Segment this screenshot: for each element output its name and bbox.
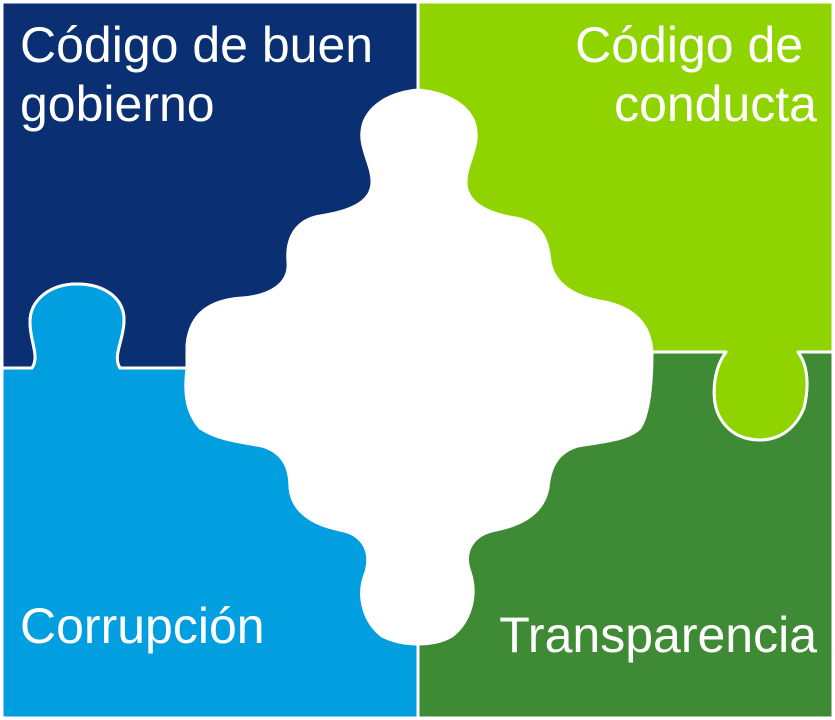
- label-corrupcion: Corrupción: [20, 598, 265, 654]
- label-transparencia: Transparencia: [499, 607, 817, 663]
- svg-text:Corrupción: Corrupción: [20, 598, 265, 654]
- label-codigo-conducta-line2: conducta: [614, 76, 817, 132]
- piece-transparencia: Transparencia: [416, 350, 835, 720]
- piece-shape-bottom-left: [0, 282, 420, 720]
- label-codigo-buen-gobierno-line2: gobierno: [20, 76, 215, 132]
- piece-corrupcion: Corrupción: [0, 282, 420, 720]
- svg-text:Código de buen gobierno: Código de buen gobierno: [20, 17, 387, 132]
- piece-codigo-buen-gobierno: Código de buen gobierno: [0, 0, 420, 370]
- piece-shape-bottom-right: [416, 350, 835, 720]
- svg-text:Transparencia: Transparencia: [499, 607, 817, 663]
- piece-codigo-conducta: Código de conducta: [416, 0, 835, 442]
- label-codigo-buen-gobierno-line1: Código de buen: [20, 17, 373, 73]
- label-codigo-conducta-line1: Código de: [575, 17, 803, 73]
- svg-text:Código de conducta: Código de conducta: [575, 17, 817, 132]
